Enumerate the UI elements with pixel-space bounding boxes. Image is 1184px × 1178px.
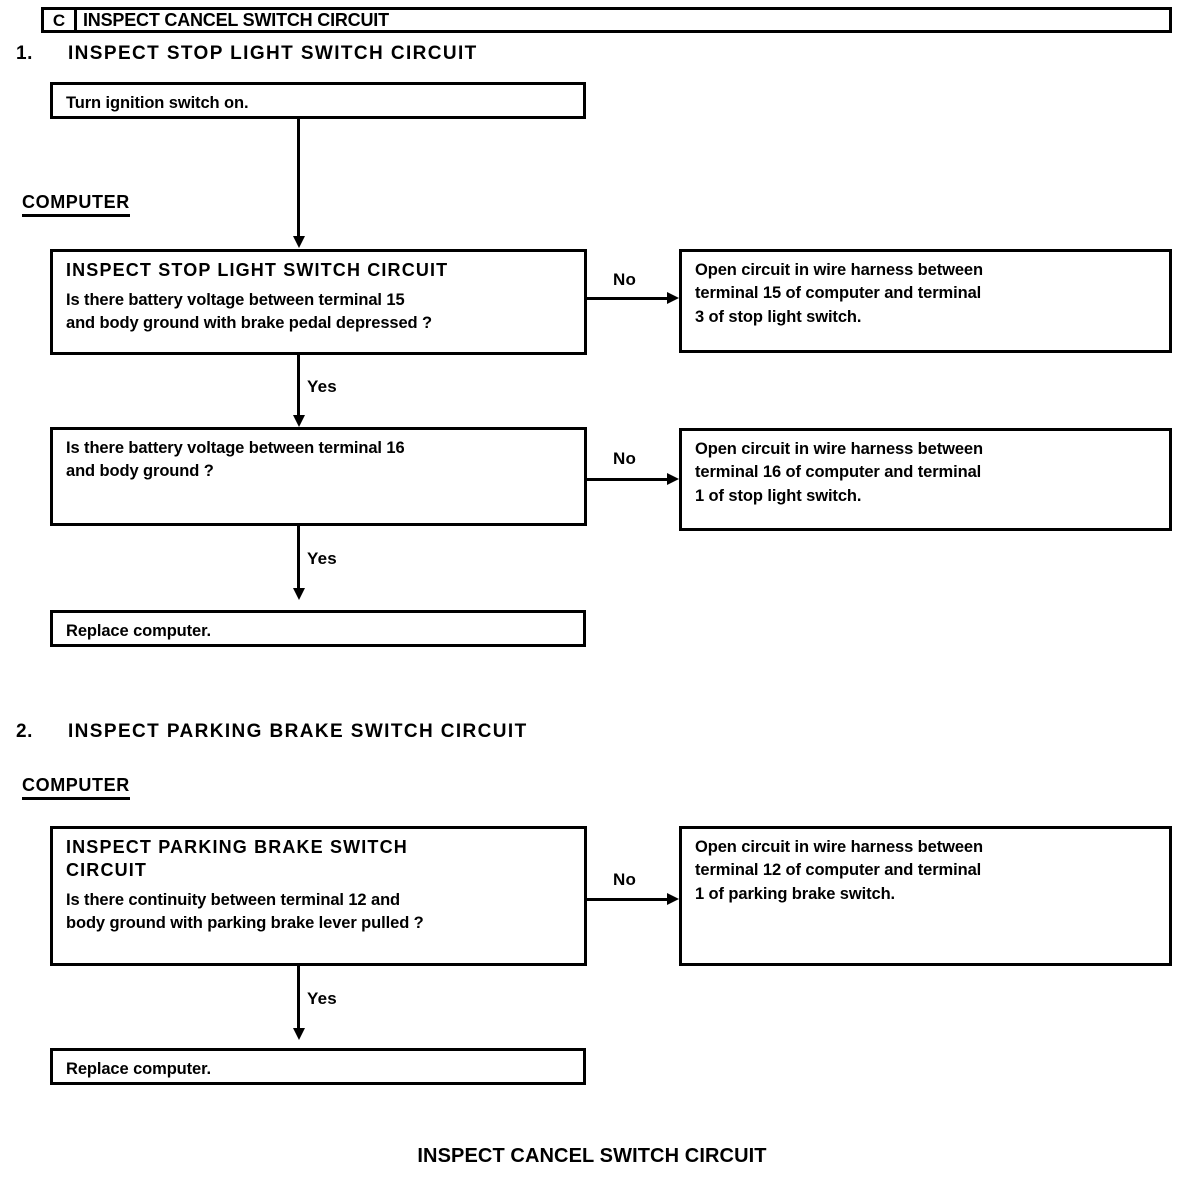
replace-computer-text-2: Replace computer.	[66, 1060, 212, 1078]
result-2-line1: Open circuit in wire harness between	[695, 440, 983, 458]
result-1-line2: terminal 15 of computer and terminal	[695, 284, 982, 303]
footer-title: INSPECT CANCEL SWITCH CIRCUIT	[417, 1145, 767, 1167]
header-title: INSPECT CANCEL SWITCH CIRCUIT	[83, 10, 389, 30]
yes-connector-1	[297, 355, 300, 419]
decision-1-title: INSPECT STOP LIGHT SWITCH CIRCUIT	[66, 260, 449, 280]
decision-1-line2: and body ground with brake pedal depress…	[66, 314, 432, 333]
yes-label-1: Yes	[307, 377, 337, 396]
decision-2-line1: Is there battery voltage between termina…	[66, 439, 405, 457]
result-2-line2: terminal 16 of computer and terminal	[695, 463, 982, 482]
decision-box-terminal-16: Is there battery voltage between termina…	[50, 427, 587, 526]
header-band: C INSPECT CANCEL SWITCH CIRCUIT	[41, 7, 1172, 33]
end-box-replace-computer-1: Replace computer.	[50, 610, 586, 647]
yes-connector-2	[297, 526, 300, 592]
no-branch-arrow-1	[667, 292, 679, 304]
decision-2-line2: and body ground ?	[66, 462, 214, 481]
turn-ignition-text: Turn ignition switch on.	[66, 94, 249, 112]
computer-label-section-1: COMPUTER	[22, 192, 130, 217]
yes-arrow-3	[293, 1028, 305, 1040]
decision-3-line1: Is there continuity between terminal 12 …	[66, 891, 401, 910]
no-branch-arrow-2	[667, 473, 679, 485]
decision-box-stop-light: INSPECT STOP LIGHT SWITCH CIRCUIT Is the…	[50, 249, 587, 355]
decision-1-line1: Is there battery voltage between termina…	[66, 291, 405, 310]
section-1-heading: INSPECT STOP LIGHT SWITCH CIRCUIT	[68, 43, 478, 64]
replace-computer-text-1: Replace computer.	[66, 622, 212, 640]
result-2-line3: 1 of stop light switch.	[695, 486, 862, 505]
spacer	[66, 882, 584, 889]
no-branch-line-2	[587, 478, 669, 481]
decision-3-title-line1: INSPECT PARKING BRAKE SWITCH	[66, 837, 408, 857]
yes-arrow-1	[293, 415, 305, 427]
yes-label-3: Yes	[307, 989, 337, 1008]
result-1-line3: 3 of stop light switch.	[695, 307, 862, 326]
result-3-line3: 1 of parking brake switch.	[695, 884, 896, 903]
result-box-parking-brake: Open circuit in wire harness between ter…	[679, 826, 1172, 966]
yes-arrow-2	[293, 588, 305, 600]
yes-label-2: Yes	[307, 549, 337, 568]
no-branch-line-1	[587, 297, 669, 300]
end-box-replace-computer-2: Replace computer.	[50, 1048, 586, 1085]
arrow-start-to-step1	[293, 236, 305, 248]
no-branch-line-3	[587, 898, 669, 901]
no-label-3: No	[613, 870, 637, 889]
step-box-turn-ignition: Turn ignition switch on.	[50, 82, 586, 119]
connector-start-to-step1	[297, 119, 300, 238]
spacer	[66, 282, 584, 289]
decision-3-title-line2: CIRCUIT	[66, 860, 148, 881]
result-1-line1: Open circuit in wire harness between	[695, 261, 983, 279]
no-branch-arrow-3	[667, 893, 679, 905]
result-box-stop-light-16: Open circuit in wire harness between ter…	[679, 428, 1172, 531]
decision-3-line2: body ground with parking brake lever pul…	[66, 914, 424, 933]
yes-connector-3	[297, 966, 300, 1032]
no-label-2: No	[613, 449, 637, 468]
section-2-number: 2.	[16, 721, 33, 742]
header-section-tag: C	[44, 10, 77, 30]
computer-label-section-2: COMPUTER	[22, 775, 130, 800]
decision-box-parking-brake: INSPECT PARKING BRAKE SWITCH CIRCUIT Is …	[50, 826, 587, 966]
section-2-heading: INSPECT PARKING BRAKE SWITCH CIRCUIT	[68, 721, 528, 742]
result-3-line1: Open circuit in wire harness between	[695, 838, 983, 856]
result-box-stop-light-15: Open circuit in wire harness between ter…	[679, 249, 1172, 353]
no-label-1: No	[613, 270, 637, 289]
result-3-line2: terminal 12 of computer and terminal	[695, 861, 982, 880]
section-1-number: 1.	[16, 43, 33, 64]
